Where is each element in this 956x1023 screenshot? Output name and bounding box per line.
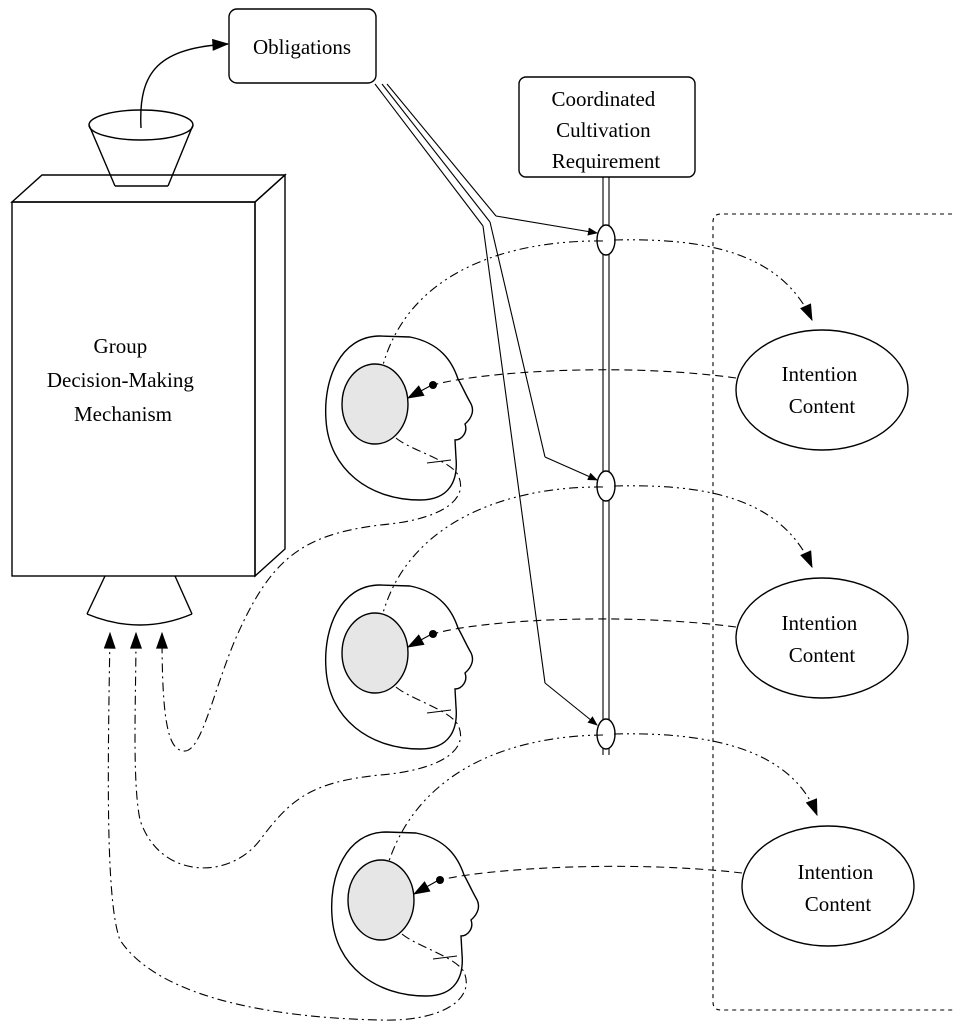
ccr-vertical-line [602, 177, 610, 755]
coordinated-cultivation-requirement-box: Coordinated Cultivation Requirement [518, 76, 696, 178]
funnel-to-obligations-arrow [140, 38, 230, 129]
intention-content-1-label: Intention Content [781, 362, 862, 418]
intention-content-2: Intention Content [735, 577, 909, 699]
node3-to-intention3 [613, 733, 818, 817]
ccr-node-2 [596, 470, 616, 502]
intention3-to-head3-arrow [412, 865, 743, 895]
ccr-node-1 [596, 224, 616, 256]
agent-head-1 [324, 335, 474, 501]
node1-to-intention1 [613, 239, 813, 322]
intention1-to-head1-arrow [406, 369, 737, 399]
node3-to-head3 [388, 734, 604, 862]
head2-to-mechanism [129, 631, 462, 869]
head3-to-mechanism [103, 631, 467, 1021]
node2-to-head2 [382, 486, 604, 614]
ccr-label: Coordinated Cultivation Requirement [551, 87, 660, 173]
output-funnel [86, 575, 193, 626]
intention-region-boundary [712, 213, 956, 1011]
intention2-to-head2-arrow [406, 618, 737, 648]
intention-content-3-label: Intention Content [797, 860, 878, 916]
node2-to-intention2 [613, 485, 813, 569]
agent-head-3 [330, 831, 480, 997]
agent-head-2 [324, 584, 474, 750]
obligations-label: Obligations [253, 35, 351, 59]
group-decision-making-mechanism: Group Decision-Making Mechanism [10, 109, 287, 626]
intention-content-2-label: Intention Content [781, 611, 862, 667]
ccr-node-3 [596, 718, 616, 750]
head1-to-mechanism [156, 437, 462, 752]
intention-content-3: Intention Content [741, 825, 915, 947]
mechanism-box-side [254, 173, 286, 578]
node1-to-head1 [382, 240, 604, 366]
obligations-box: Obligations [228, 8, 377, 84]
mechanism-label: Group Decision-Making Mechanism [47, 334, 199, 426]
intention-content-1: Intention Content [735, 329, 909, 451]
mechanism-box-top [10, 174, 287, 203]
obligations-fan-lines [374, 83, 598, 726]
